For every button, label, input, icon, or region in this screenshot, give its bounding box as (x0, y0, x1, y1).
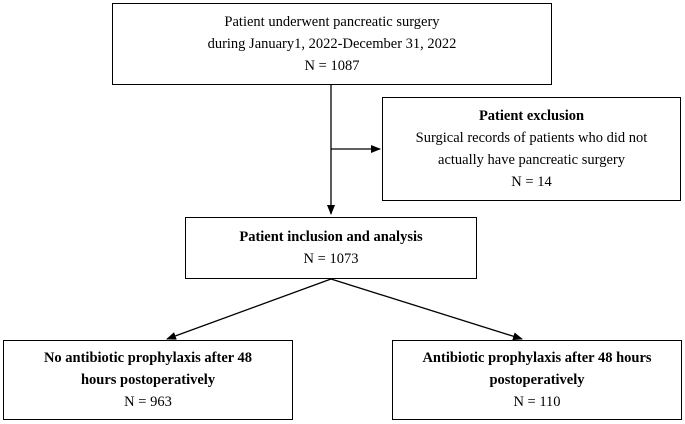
prophylaxis-count: N = 110 (513, 394, 561, 410)
prophylaxis-box: Antibiotic prophylaxis after 48 hours po… (392, 340, 682, 420)
inclusion-count: N = 1073 (303, 251, 359, 267)
arrow-inclusion-to-no-prophylaxis (166, 278, 332, 340)
surgery-line-1: Patient underwent pancreatic surgery (224, 14, 440, 30)
no-prophylaxis-title-line-1: No antibiotic prophylaxis after 48 (43, 350, 253, 366)
exclusion-line-1: Surgical records of patients who did not (415, 130, 648, 146)
exclusion-count: N = 14 (511, 174, 552, 190)
surgery-count: N = 1087 (304, 58, 360, 74)
no-prophylaxis-count: N = 963 (124, 394, 172, 410)
exclusion-line-2: actually have pancreatic surgery (438, 152, 625, 168)
no-prophylaxis-box: No antibiotic prophylaxis after 48 hours… (3, 340, 293, 420)
exclusion-box: Patient exclusion Surgical records of pa… (382, 97, 681, 201)
arrow-inclusion-to-prophylaxis (330, 278, 523, 341)
surgery-line-2: during January1, 2022-December 31, 2022 (207, 36, 457, 52)
prophylaxis-title-line-2: postoperatively (489, 372, 585, 388)
surgery-box: Patient underwent pancreatic surgery dur… (112, 3, 552, 85)
inclusion-title: Patient inclusion and analysis (239, 229, 423, 245)
inclusion-box: Patient inclusion and analysis N = 1073 (185, 217, 477, 279)
prophylaxis-title-line-1: Antibiotic prophylaxis after 48 hours (422, 350, 652, 366)
exclusion-title: Patient exclusion (478, 108, 585, 124)
no-prophylaxis-title-line-2: hours postoperatively (80, 372, 216, 388)
